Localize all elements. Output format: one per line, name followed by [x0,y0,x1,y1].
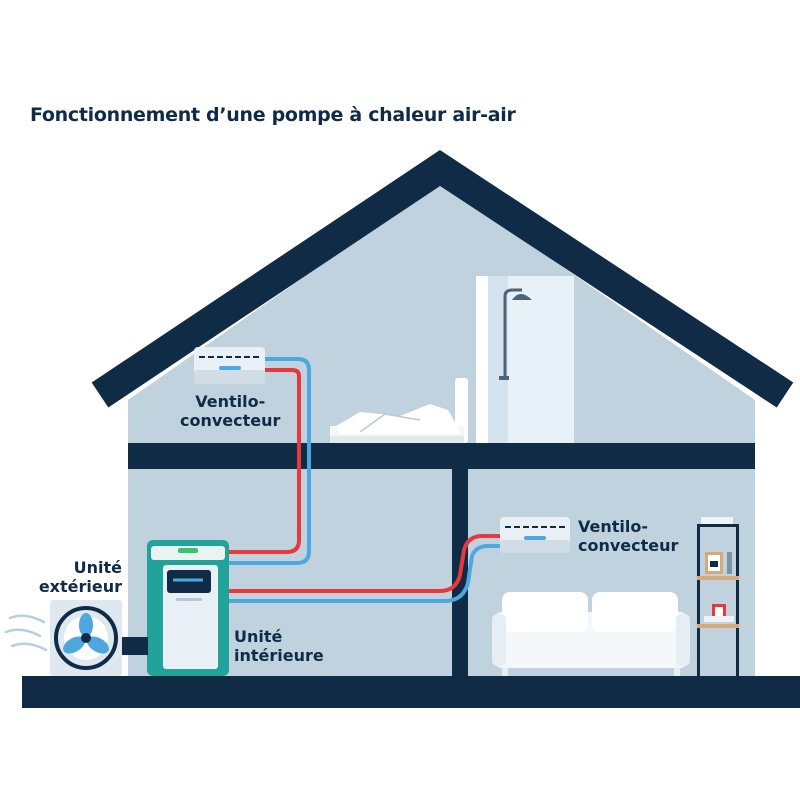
shower [476,276,574,443]
indoor-unit [147,540,229,676]
hot-pipe-lower [227,534,500,593]
cold-pipe-upper [227,357,311,565]
label-line: extérieur [38,577,122,596]
label-outdoor-unit: Unité extérieur [34,558,122,596]
sofa [492,592,690,676]
outdoor-unit [50,600,122,676]
ground [22,676,800,708]
label-line: Ventilo- [195,392,266,411]
roof [91,150,794,408]
unit-connector [118,637,148,655]
ventilo-lower-unit [500,517,570,553]
label-ventilo-upper: Ventilo- convecteur [180,392,280,430]
label-line: Unité [234,627,283,646]
attic-floor [128,443,755,469]
page-title: Fonctionnement d’une pompe à chaleur air… [30,104,516,126]
label-line: convecteur [180,411,281,430]
label-line: Ventilo- [578,517,648,536]
airflow-lines [4,614,48,652]
bookshelf [697,517,739,676]
label-line: Unité [73,558,122,577]
label-line: intérieure [234,646,324,665]
ventilo-upper-unit [194,347,265,384]
label-line: convecteur [578,536,679,555]
cold-pipe-lower [227,544,500,603]
hot-pipe-upper [227,368,301,554]
label-indoor-unit: Unité intérieure [234,627,324,665]
bed [330,378,468,443]
label-ventilo-lower: Ventilo- convecteur [578,517,678,555]
